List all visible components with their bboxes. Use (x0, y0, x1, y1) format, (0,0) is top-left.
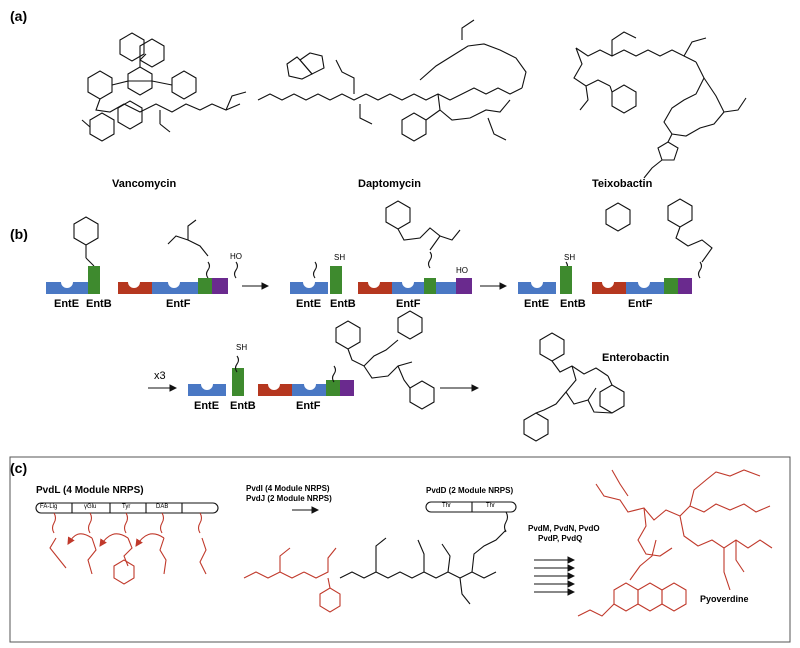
serine-fragment (167, 219, 239, 279)
thiol-label-step-2: SH (334, 253, 346, 262)
panel-b-label: (b) (10, 226, 28, 242)
pvdl-module-dab: DAB (156, 504, 169, 510)
pvdd-title: PvdD (2 Module NRPS) (426, 486, 514, 495)
product-label-pyoverdine: Pyoverdine (700, 594, 749, 604)
daptomycin-structure (257, 19, 527, 142)
enzyme-row-1 (46, 266, 228, 294)
tailoring-arrows (534, 556, 576, 596)
domain-label-entf-step-3: EntF (628, 298, 653, 310)
domain-label-ente: EntE (54, 298, 80, 310)
tailoring-enzymes-line-1: PvdM, PvdN, PvdO (528, 524, 600, 533)
pvdi-title: PvdI (4 Module NRPS) (246, 484, 330, 493)
repeat-label: x3 (154, 370, 166, 382)
dhb-fragment-step-3 (605, 202, 631, 232)
panel-c-frame (9, 456, 791, 643)
pvdl-module-tyr: Tyr (122, 504, 131, 510)
domain-label-entf-step-2: EntF (396, 298, 421, 310)
pvdl-red-fragments (49, 512, 207, 585)
thiol-label-step-3: SH (564, 253, 576, 262)
teixobactin-structure (573, 31, 747, 179)
domain-label-entb-step-4: EntB (230, 400, 256, 412)
enzyme-row-1-step-3 (518, 266, 692, 294)
enzyme-row-1-step-2 (290, 266, 472, 294)
vancomycin-structure (81, 32, 247, 142)
panel-c-label: (c) (10, 460, 28, 476)
intermediate-fragment-2 (563, 198, 713, 279)
domain-label-entf: EntF (166, 298, 191, 310)
hydroxyl-label: HO (230, 252, 242, 261)
intermediate-fragment-1 (312, 200, 461, 279)
peptide-intermediate (243, 529, 507, 613)
hydroxyl-label-step-2: HO (456, 266, 468, 275)
tailoring-enzymes-line-2: PvdP, PvdQ (538, 534, 583, 543)
domain-label-entb-step-2: EntB (330, 298, 356, 310)
pvdj-title: PvdJ (2 Module NRPS) (246, 494, 332, 503)
enzyme-row-2 (188, 355, 354, 396)
pyoverdine-structure (577, 469, 773, 617)
compound-label-vancomycin: Vancomycin (112, 178, 177, 190)
domain-label-entb: EntB (86, 298, 112, 310)
pvdd-module-thr-2: Thr (486, 503, 495, 509)
domain-label-ente-step-4: EntE (194, 400, 220, 412)
pvdl-module-fa-lig: FA-Lig (40, 504, 58, 510)
pvdl-title: PvdL (4 Module NRPS) (36, 485, 144, 496)
enterobactin-structure (523, 332, 625, 442)
pvdl-module-strip (35, 502, 219, 514)
pvdd-module-thr-1: Thr (442, 503, 451, 509)
thiol-label-step-4: SH (236, 343, 248, 352)
pvdl-module-gamma-glu: γGlu (84, 504, 97, 510)
domain-label-ente-step-2: EntE (296, 298, 322, 310)
domain-label-ente-step-3: EntE (524, 298, 550, 310)
compound-label-daptomycin: Daptomycin (358, 178, 421, 190)
compound-label-teixobactin: Teixobactin (592, 178, 653, 190)
pvdd-module-strip (425, 501, 517, 533)
domain-label-entb-step-3: EntB (560, 298, 586, 310)
panel-a-label: (a) (10, 8, 28, 24)
trimer-intermediate (331, 310, 435, 410)
product-label-enterobactin: Enterobactin (602, 352, 670, 364)
domain-label-entf-step-4: EntF (296, 400, 321, 412)
